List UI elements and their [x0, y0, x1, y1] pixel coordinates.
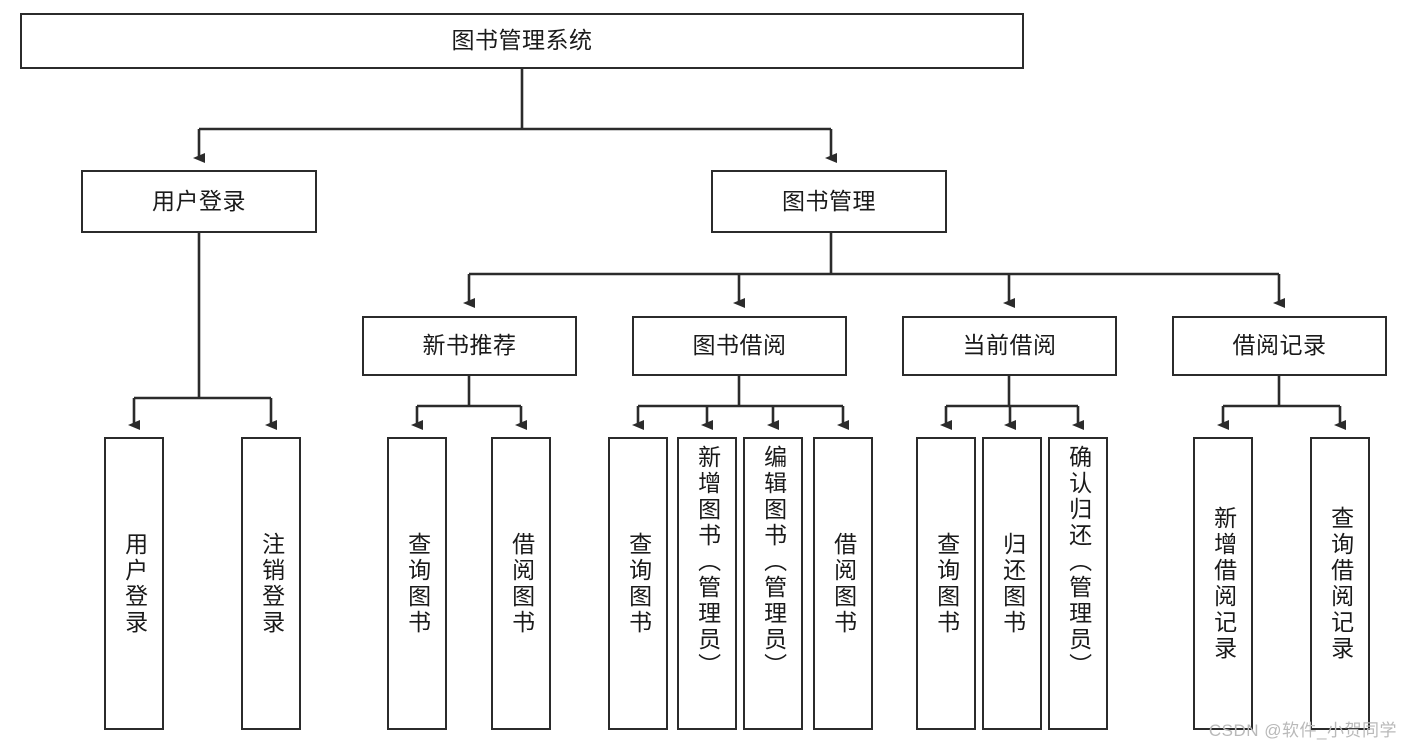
leaf-recommend-query-book[interactable]: 查询图书	[387, 437, 447, 730]
node-borrow-record[interactable]: 借阅记录	[1172, 316, 1387, 376]
node-current-borrow-label: 当前借阅	[962, 332, 1057, 359]
leaf-label: 编辑图书（管理员）	[760, 445, 787, 679]
leaf-label: 查询借阅记录	[1327, 505, 1354, 662]
leaf-user-login-signin[interactable]: 用户登录	[104, 437, 164, 730]
node-root-label: 图书管理系统	[451, 27, 593, 54]
leaf-label: 查询图书	[404, 531, 431, 636]
node-book-management[interactable]: 图书管理	[711, 170, 947, 233]
leaf-label: 用户登录	[121, 531, 148, 636]
leaf-label: 确认归还（管理员）	[1065, 445, 1092, 679]
node-new-book-recommend-label: 新书推荐	[422, 332, 517, 359]
leaf-borrow-borrow-book[interactable]: 借阅图书	[813, 437, 873, 730]
leaf-label: 查询图书	[625, 531, 652, 636]
leaf-current-return-book[interactable]: 归还图书	[982, 437, 1042, 730]
leaf-label: 归还图书	[999, 531, 1026, 636]
leaf-borrow-add-book-admin[interactable]: 新增图书（管理员）	[677, 437, 737, 730]
leaf-label: 新增图书（管理员）	[694, 445, 721, 679]
node-user-login[interactable]: 用户登录	[81, 170, 317, 233]
leaf-label: 新增借阅记录	[1210, 505, 1237, 662]
leaf-current-query-book[interactable]: 查询图书	[916, 437, 976, 730]
leaf-record-query-borrow-record[interactable]: 查询借阅记录	[1310, 437, 1370, 730]
csdn-watermark: CSDN @软件_小贺同学	[1208, 721, 1397, 740]
leaf-label: 借阅图书	[508, 531, 535, 636]
leaf-label: 借阅图书	[830, 531, 857, 636]
leaf-borrow-query-book[interactable]: 查询图书	[608, 437, 668, 730]
leaf-recommend-borrow-book[interactable]: 借阅图书	[491, 437, 551, 730]
leaf-user-login-signout[interactable]: 注销登录	[241, 437, 301, 730]
leaf-current-confirm-return-admin[interactable]: 确认归还（管理员）	[1048, 437, 1108, 730]
node-root-library-system[interactable]: 图书管理系统	[20, 13, 1024, 69]
node-book-management-label: 图书管理	[782, 187, 876, 214]
leaf-record-add-borrow-record[interactable]: 新增借阅记录	[1193, 437, 1253, 730]
node-book-borrow[interactable]: 图书借阅	[632, 316, 847, 376]
node-user-login-label: 用户登录	[152, 187, 246, 214]
leaf-label: 查询图书	[933, 531, 960, 636]
leaf-borrow-edit-book-admin[interactable]: 编辑图书（管理员）	[743, 437, 803, 730]
node-current-borrow[interactable]: 当前借阅	[902, 316, 1117, 376]
node-book-borrow-label: 图书借阅	[692, 332, 787, 359]
node-new-book-recommend[interactable]: 新书推荐	[362, 316, 577, 376]
node-borrow-record-label: 借阅记录	[1232, 332, 1327, 359]
leaf-label: 注销登录	[258, 531, 285, 636]
